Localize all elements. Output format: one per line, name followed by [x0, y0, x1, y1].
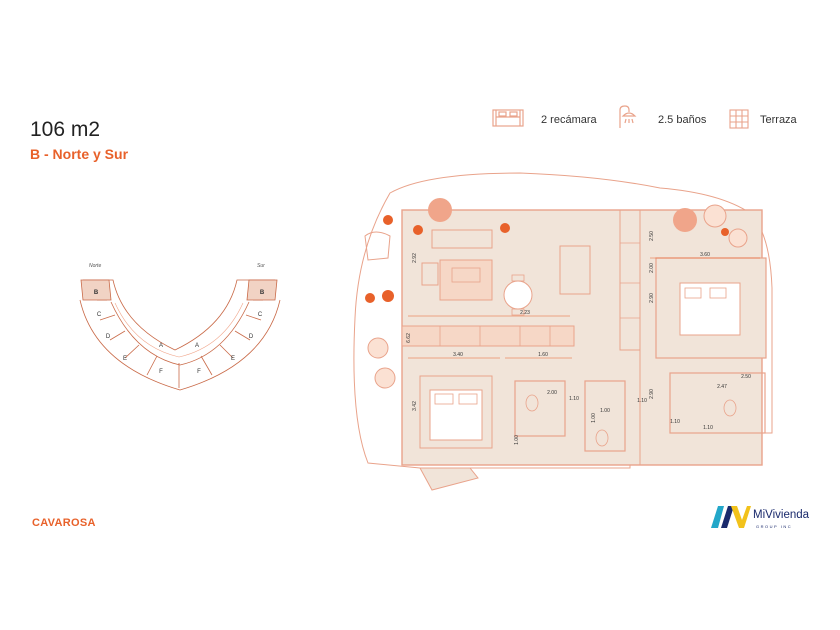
key-plan-unit-label: F — [197, 369, 201, 375]
dimension-label: 1.10 — [703, 425, 713, 431]
key-plan-unit-b-right — [246, 279, 278, 301]
key-plan-north-label: Norte — [89, 263, 101, 269]
bed-two — [429, 389, 483, 441]
lounge-chair — [364, 231, 391, 261]
bedrooms-label: 2 recámara — [541, 114, 597, 126]
key-plan-unit-label: B — [260, 290, 265, 296]
dimension-label: 1.60 — [538, 352, 548, 358]
bathrooms-label: 2.5 baños — [658, 114, 707, 126]
planter — [673, 208, 697, 232]
key-plan-unit-label: E — [231, 356, 235, 362]
unit-type-subtitle: B - Norte y Sur — [30, 146, 129, 162]
key-plan-unit-label: D — [106, 334, 111, 340]
dimension-label: 2.90 — [649, 293, 655, 303]
dimension-label: 2.23 — [520, 310, 530, 316]
bathroom-one — [514, 380, 566, 437]
terrace-grid-icon — [729, 109, 749, 129]
dimension-label: 2.50 — [741, 374, 751, 380]
key-plan-unit-label: A — [159, 343, 163, 349]
dimension-label: 1.00 — [591, 413, 597, 423]
plant-icon — [365, 215, 729, 303]
key-plan: Norte Sur B C D E F A B C D E F A — [79, 263, 281, 391]
dimension-label: 3.42 — [412, 401, 418, 411]
mivivienda-logo-icon — [711, 506, 751, 528]
key-plan-unit-label: D — [249, 334, 254, 340]
dining-table — [503, 280, 533, 310]
terrace-chair — [367, 204, 748, 389]
terrace-label: Terraza — [760, 114, 797, 126]
brand-logo-cavarosa: CAVAROSA — [32, 517, 96, 529]
key-plan-unit-label: B — [94, 290, 99, 296]
key-plan-unit-label: F — [159, 369, 163, 375]
dimension-label: 1.00 — [514, 435, 520, 445]
dimension-label: 1.00 — [600, 408, 610, 414]
dimension-label: 2.92 — [412, 253, 418, 263]
dimension-label: 2.90 — [649, 389, 655, 399]
key-plan-unit-label: E — [123, 356, 127, 362]
dimension-label: 1.10 — [670, 419, 680, 425]
mivivienda-logo-subtitle: GROUP INC — [756, 524, 793, 529]
key-plan-unit-label: C — [258, 312, 263, 318]
dimension-label: 3.40 — [453, 352, 463, 358]
key-plan-unit-label: A — [195, 343, 199, 349]
dimension-label: 1.10 — [569, 396, 579, 402]
dimension-label: 1.10 — [637, 398, 647, 404]
bathroom-two — [584, 380, 626, 452]
floor-plan: 2.92 6.62 2.23 3.40 1.60 3.42 2.00 1.00 … — [353, 172, 773, 491]
planter — [428, 198, 452, 222]
armchair — [421, 262, 439, 286]
kitchen-island — [559, 245, 591, 295]
dimension-label: 2.50 — [649, 231, 655, 241]
storage-wall — [401, 325, 575, 347]
dimension-label: 2.00 — [649, 263, 655, 273]
kitchen-counter — [619, 209, 641, 351]
coffee-table — [439, 259, 493, 301]
dimension-label: 2.47 — [717, 384, 727, 390]
sofa — [431, 229, 493, 249]
dimension-label: 2.00 — [547, 390, 557, 396]
unit-area-title: 106 m2 — [30, 118, 101, 141]
dimension-label: 3.60 — [700, 252, 710, 258]
key-plan-unit-label: C — [97, 312, 102, 318]
key-plan-south-label: Sur — [257, 263, 265, 269]
key-plan-unit-b-left — [80, 279, 112, 301]
mivivienda-logo-name: MiVivienda — [753, 509, 810, 521]
bed-icon — [492, 109, 524, 127]
bathroom-master — [669, 372, 766, 434]
shower-icon — [619, 105, 637, 128]
dimension-label: 6.62 — [406, 333, 412, 343]
